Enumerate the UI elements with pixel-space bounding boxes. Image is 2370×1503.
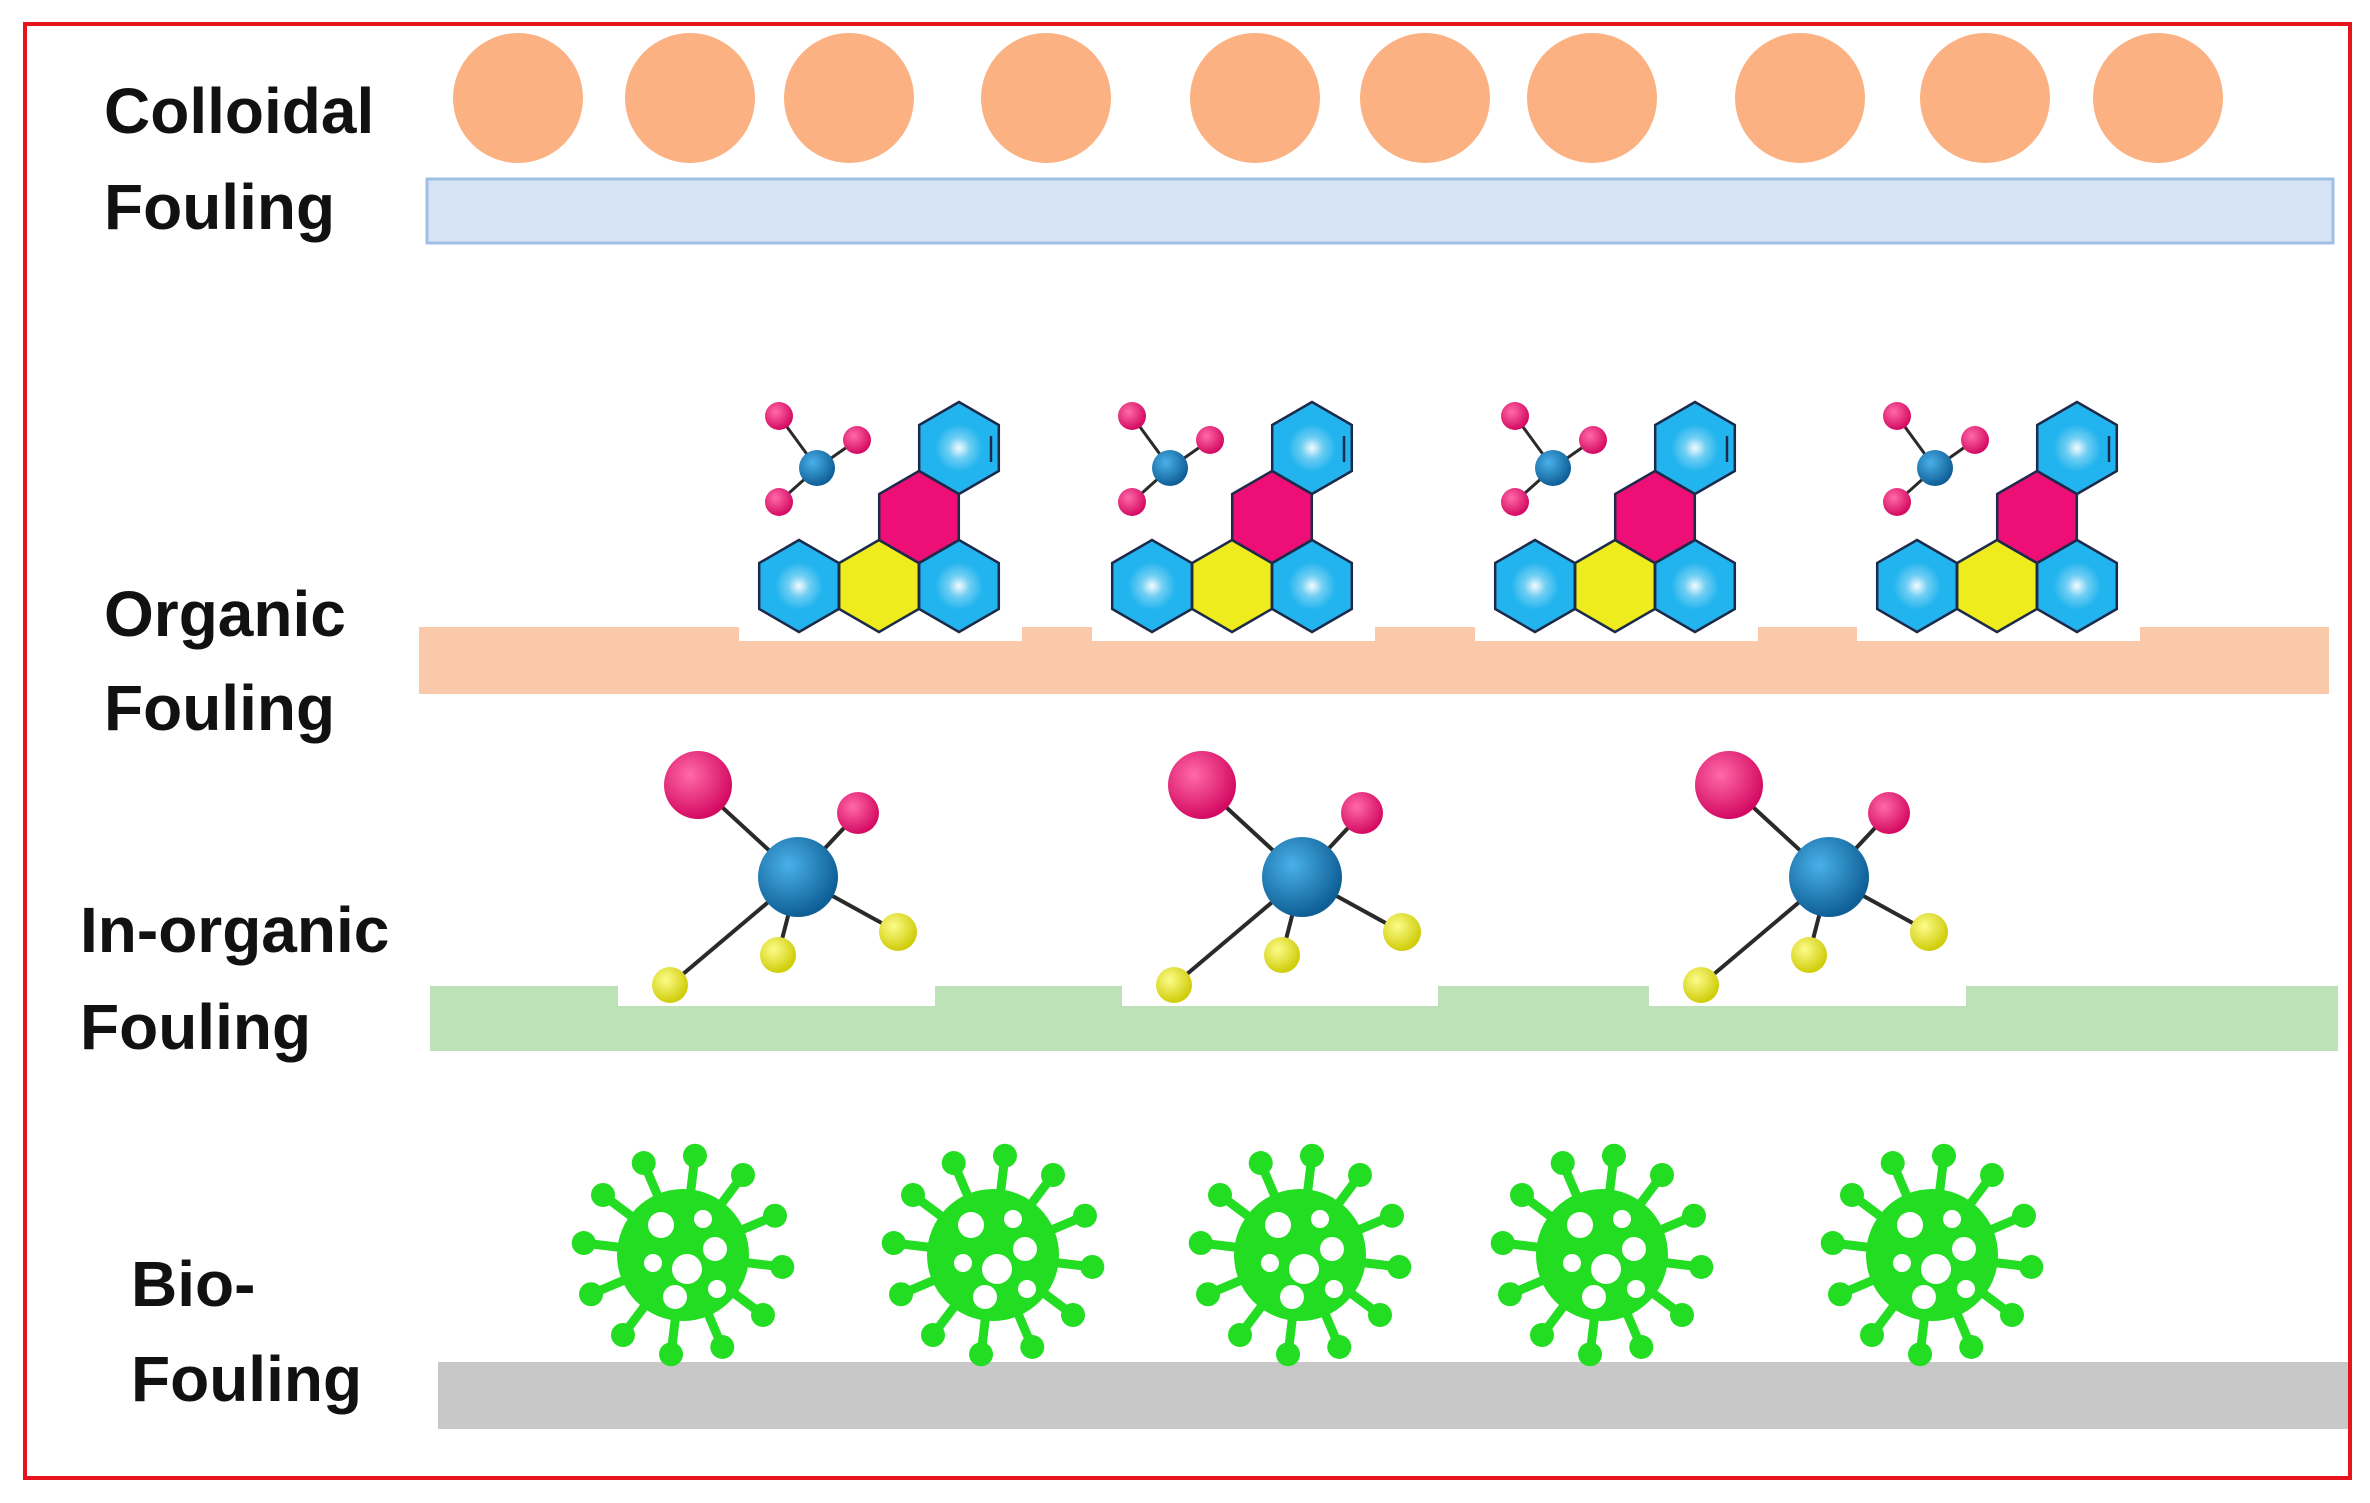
atom-pink [1118,488,1146,516]
virus-particles [571,1143,2044,1367]
inorganic-molecule-icon [1649,751,1966,1006]
atom-pink [843,426,871,454]
virus-icon [1188,1143,1412,1367]
atom-pink [1961,426,1989,454]
atom-pink [1501,402,1529,430]
organic-molecule-icon [1475,400,1758,641]
atom-center [799,450,835,486]
organic-row: Organic Fouling [104,400,2329,744]
colloid-particle [1527,33,1657,163]
atom-pink [1118,402,1146,430]
colloidal-label-line2: Fouling [104,171,335,243]
atom-center [1789,837,1869,917]
colloid-particle [784,33,914,163]
colloid-particle [1920,33,2050,163]
biofouling-label: Bio- Fouling [131,1248,362,1415]
atom-yellow [1264,937,1300,973]
inorganic-row: In-organic Fouling [80,751,2338,1063]
inorganic-molecule-icon [618,751,935,1006]
atom-center [1262,837,1342,917]
biofouling-row: Bio- Fouling [131,1143,2348,1429]
atom-yellow [652,967,688,1003]
colloidal-label-line1: Colloidal [104,75,374,147]
organic-molecules [739,400,2140,641]
virus-icon [1820,1143,2044,1367]
colloid-particle [1190,33,1320,163]
atom-yellow [1791,937,1827,973]
atom-center [1535,450,1571,486]
biofouling-label-line2: Fouling [131,1343,362,1415]
colloid-particle [1735,33,1865,163]
atom-pink [664,751,732,819]
atom-yellow [1383,913,1421,951]
atom-center [1917,450,1953,486]
outer-frame [23,22,2352,1480]
atom-yellow [879,913,917,951]
atom-pink [1868,792,1910,834]
virus-icon [881,1143,1105,1367]
organic-label: Organic Fouling [104,578,364,744]
atom-pink [1883,402,1911,430]
atom-pink [1695,751,1763,819]
organic-molecule-icon [1857,400,2140,641]
atom-yellow [1683,967,1719,1003]
atom-center [1152,450,1188,486]
atom-pink [765,402,793,430]
inorganic-molecule-icon [1122,751,1438,1006]
inorganic-molecules [618,751,1966,1006]
atom-yellow [760,937,796,973]
colloid-particle [625,33,755,163]
inorganic-label: In-organic Fouling [80,894,407,1063]
atom-pink [1579,426,1607,454]
atom-pink [765,488,793,516]
colloid-particles [453,33,2223,163]
organic-molecule-icon [1092,400,1375,641]
colloidal-row: Colloidal Fouling [104,33,2335,245]
atom-pink [1168,751,1236,819]
atom-center [758,837,838,917]
colloid-particle [981,33,1111,163]
atom-pink [837,792,879,834]
colloid-particle [2093,33,2223,163]
organic-label-line2: Fouling [104,672,335,744]
biofouling-label-line1: Bio- [131,1248,255,1320]
organic-label-line1: Organic [104,578,346,650]
inorganic-label-line2: Fouling [80,991,311,1063]
organic-molecule-icon [739,400,1022,641]
virus-icon [571,1143,795,1367]
colloidal-label: Colloidal Fouling [104,75,392,243]
colloid-particle [453,33,583,163]
atom-yellow [1156,967,1192,1003]
virus-icon [1490,1143,1714,1367]
inorganic-label-line1: In-organic [80,894,389,966]
biofouling-membrane-surface [438,1362,2348,1429]
colloidal-membrane-surface [425,177,2335,245]
atom-pink [1196,426,1224,454]
atom-yellow [1910,913,1948,951]
atom-pink [1883,488,1911,516]
colloid-particle [1360,33,1490,163]
atom-pink [1501,488,1529,516]
atom-pink [1341,792,1383,834]
